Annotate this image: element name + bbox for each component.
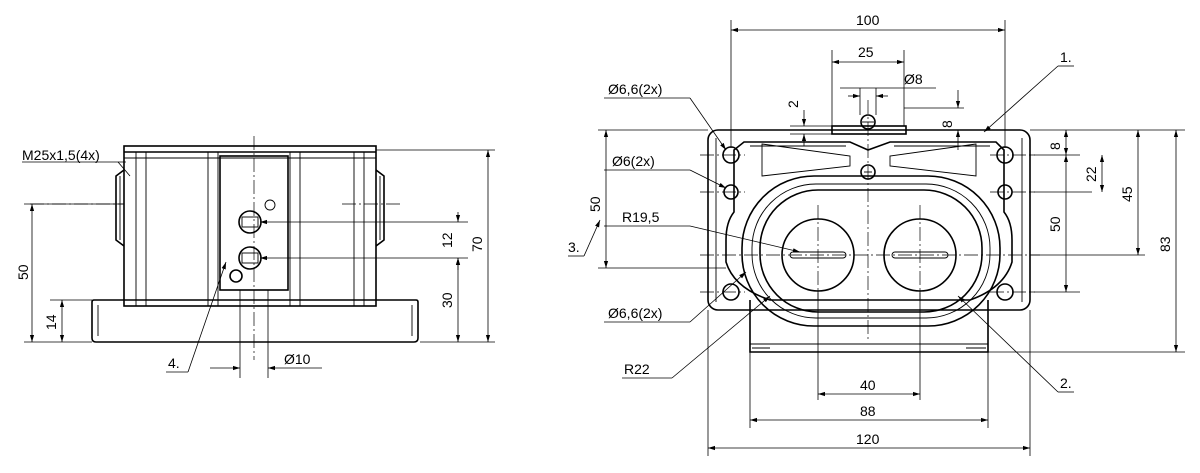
- hole-6-label: Ø6(2x): [612, 153, 655, 169]
- diameter-10-label: Ø10: [284, 351, 311, 367]
- dim-70-side: 70: [469, 236, 485, 252]
- hole-66-bottom-label: Ø6,6(2x): [608, 305, 662, 321]
- callout-1: 1.: [1060, 49, 1072, 65]
- callout-2: 2.: [1060, 375, 1072, 391]
- dim-100: 100: [856, 12, 880, 28]
- dim-8-right: 8: [1047, 142, 1063, 150]
- callout-3: 3.: [568, 239, 580, 255]
- front-view: [568, 20, 1185, 456]
- dim-22: 22: [1083, 166, 1099, 182]
- dim-45: 45: [1119, 186, 1135, 202]
- diameter-8-label: Ø8: [904, 71, 923, 87]
- side-view: [22, 136, 495, 378]
- thread-label: M25x1,5(4x): [22, 147, 100, 163]
- dim-25: 25: [858, 44, 874, 60]
- hole-66-top-label: Ø6,6(2x): [608, 81, 662, 97]
- dim-83: 83: [1157, 236, 1173, 252]
- callout-4: 4.: [168, 355, 180, 371]
- radius-22-label: R22: [624, 361, 650, 377]
- dim-8-top: 8: [939, 120, 955, 128]
- dim-50-front-left: 50: [587, 196, 603, 212]
- dim-50-side: 50: [15, 264, 31, 280]
- dim-40: 40: [860, 377, 876, 393]
- dim-88: 88: [860, 403, 876, 419]
- dim-2: 2: [785, 100, 801, 108]
- dim-50-front-right: 50: [1047, 216, 1063, 232]
- dim-14-side: 14: [43, 314, 59, 330]
- dim-12-side: 12: [439, 232, 455, 248]
- radius-195-label: R19,5: [622, 209, 660, 225]
- dim-30-side: 30: [439, 292, 455, 308]
- dim-120: 120: [856, 431, 880, 447]
